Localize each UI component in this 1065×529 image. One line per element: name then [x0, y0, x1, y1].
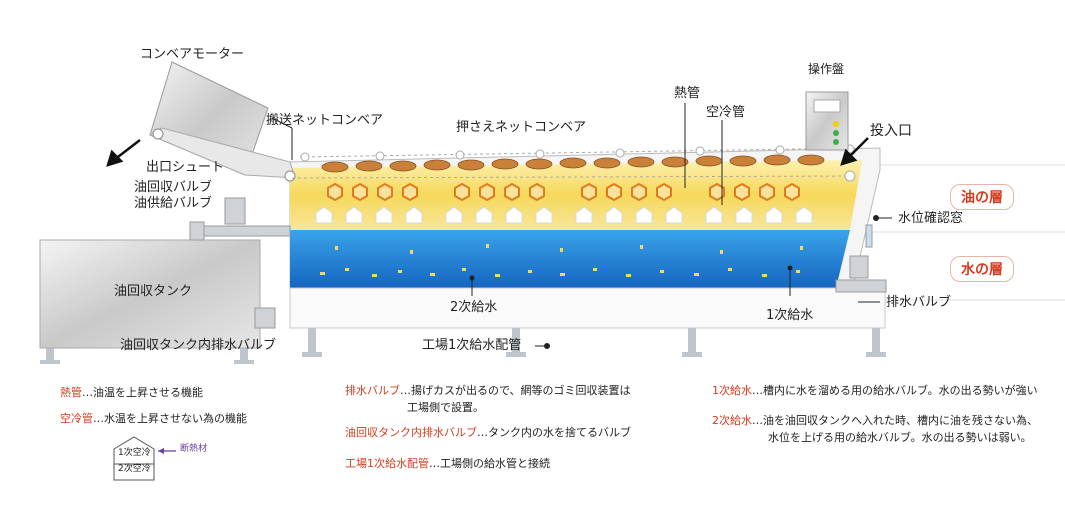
legend-factory-pipe: 工場1次給水配管…工場側の給水管と接続 [345, 456, 550, 473]
transport-net-conveyor-label: 搬送ネットコンベア [266, 113, 384, 128]
water-layer-tag: 水の層 [950, 256, 1014, 282]
legend-text: …タンク内の水を捨てるバルブ [477, 426, 631, 439]
oil-layer-tag: 油の層 [950, 184, 1014, 210]
legend-text: …油温を上昇させる機能 [82, 386, 203, 399]
legend-heat-pipe: 熱管…油温を上昇させる機能 [60, 385, 203, 402]
oil-recovery-tank-body [39, 239, 261, 349]
legend-text: …水温を上昇させない為の機能 [93, 412, 247, 425]
heat-pipe-label: 熱管 [674, 86, 701, 101]
legend-secondary-water: 2次給水…油を油回収タンクへ入れた時、槽内に油を残さない為、 水位を上げる用の給… [712, 413, 1038, 446]
legend-key: 熱管 [60, 386, 82, 399]
food-items [321, 154, 825, 173]
legend-air-cool-pipe: 空冷管…水温を上昇させない為の機能 [60, 411, 247, 428]
water-level-window-label: 水位確認窓 [898, 211, 964, 226]
oil-valves-label-1: 油回収バルブ [134, 180, 213, 195]
air-cool-pipe-label: 空冷管 [706, 105, 746, 120]
tank-drain-valve-label: 油回収タンク内排水バルブ [120, 338, 277, 353]
legend-key: 油回収タンク内排水バルブ [345, 426, 477, 439]
control-panel [805, 91, 849, 151]
legend-text: …揚げカスが出るので、網等のゴミ回収装置は [400, 384, 631, 397]
legend-text-2: 水位を上げる用の給水バルブ。水の出る勢いは弱い。 [768, 430, 1032, 444]
leader-lines [271, 103, 892, 349]
legend-text: …槽内に水を溜める用の給水バルブ。水の出る勢いが強い [752, 384, 1038, 397]
legend-tank-drain-valve: 油回収タンク内排水バルブ…タンク内の水を捨てるバルブ [345, 425, 631, 442]
piping [189, 197, 887, 329]
insulation-row2: 2次空冷 [118, 464, 151, 474]
legend-key: 1次給水 [712, 384, 752, 397]
control-panel-label: 操作盤 [808, 62, 845, 76]
primary-water-label: 1次給水 [766, 308, 814, 323]
oil-valves-label-2: 油供給バルブ [134, 196, 213, 211]
insulation-box [113, 436, 176, 481]
sediment [320, 244, 803, 277]
water-level-window-shape [865, 224, 873, 248]
fryer-tank [289, 147, 886, 329]
insulation-arrow-label: 断熱材 [180, 444, 208, 454]
legend-text-2: 工場側で設置。 [407, 400, 484, 414]
input-port-label: 投入口 [870, 123, 912, 139]
secondary-water-label: 2次給水 [450, 300, 498, 315]
legend-key: 空冷管 [60, 412, 93, 425]
legend-key: 排水バルブ [345, 384, 400, 397]
legend-text: …油を油回収タンクへ入れた時、槽内に油を残さない為、 [752, 414, 1038, 427]
support-legs [40, 328, 886, 364]
conveyor-motor-unit [148, 61, 296, 182]
press-net-conveyor-label: 押さえネットコンベア [456, 120, 587, 135]
legend-drain-valve: 排水バルブ…揚げカスが出るので、網等のゴミ回収装置は 工場側で設置。 [345, 383, 631, 416]
legend-key: 2次給水 [712, 414, 752, 427]
drain-valve-label: 排水バルブ [886, 295, 952, 310]
factory-pipe-label: 工場1次給水配管 [422, 338, 522, 353]
conveyor-motor-label: コンベアモーター [140, 47, 245, 62]
insulation-row1: 1次空冷 [118, 448, 151, 458]
oil-recovery-tank-label: 油回収タンク [114, 284, 193, 299]
legend-primary-water: 1次給水…槽内に水を溜める用の給水バルブ。水の出る勢いが強い [712, 383, 1038, 400]
arrows [106, 137, 869, 167]
exit-chute-label: 出口シュート [146, 160, 225, 175]
legend-text: …工場側の給水管と接続 [429, 457, 550, 470]
heat-pipes [327, 182, 800, 202]
press-net-conveyor [291, 144, 861, 182]
air-cool-pipes [315, 206, 813, 224]
legend-key: 工場1次給水配管 [345, 457, 429, 470]
